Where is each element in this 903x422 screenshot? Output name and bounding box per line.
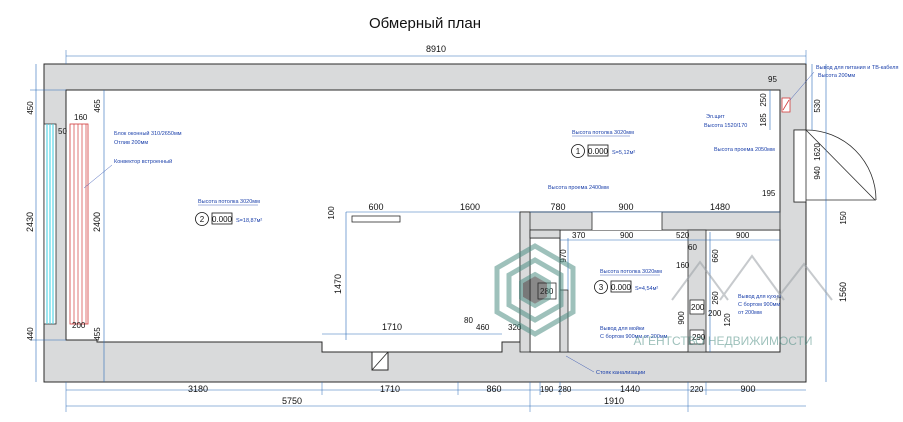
- dim-190: 190: [540, 385, 554, 394]
- room-2-area: S=18,87м²: [236, 218, 262, 224]
- dim-1710-inner: 1710: [382, 322, 402, 332]
- dim-320: 320: [508, 323, 522, 332]
- dim-200-box-b: 200: [708, 309, 722, 318]
- convector-note: Конвектор встроенный: [114, 158, 172, 165]
- dim-100: 100: [327, 206, 336, 220]
- dim-2400: 2400: [92, 212, 102, 232]
- dim-1910: 1910: [604, 396, 624, 406]
- dim-120: 120: [723, 313, 732, 327]
- sill-note: Отлив 200мм: [114, 140, 148, 146]
- dim-1620: 1620: [813, 143, 822, 161]
- wash-outlet-2: Вывод для кухни: [738, 294, 781, 300]
- room-2-label: 2 0.000 S=18,87м²: [195, 212, 262, 226]
- plan-title: Обмерный план: [369, 15, 481, 32]
- room-3-number: 3: [599, 283, 604, 292]
- dim-450: 450: [26, 101, 35, 115]
- sewer-note: Стояк канализации: [596, 370, 645, 376]
- convector: [69, 123, 89, 325]
- window-height-2050: Высота проема 2050мм: [714, 147, 775, 153]
- room-1-number: 1: [576, 147, 581, 156]
- dim-600: 600: [368, 202, 383, 212]
- dim-455: 455: [93, 327, 102, 341]
- dim-1560: 1560: [838, 282, 848, 302]
- room-2-code: 0.000: [212, 215, 233, 224]
- dim-80: 80: [464, 316, 473, 325]
- window-block-note: Блок оконный 310/2650мм: [114, 130, 182, 137]
- dim-780: 780: [550, 202, 565, 212]
- dim-460: 460: [476, 323, 490, 332]
- watermark-houses-icon: [671, 254, 833, 301]
- tv-outlet-height-note: Высота 200мм: [818, 73, 855, 79]
- dim-520: 520: [676, 231, 690, 240]
- dimension-labels: 8910 95 530 1620 940 1560 150 450 465 24…: [25, 44, 848, 406]
- ceiling-note-2: Высота потолка 3020мм: [198, 199, 260, 205]
- watermark-text: АГЕНТСТВО НЕДВИЖИМОСТИ: [633, 334, 812, 348]
- dim-530: 530: [813, 99, 822, 113]
- dim-900-mid: 900: [620, 231, 634, 240]
- dim-195: 195: [762, 189, 776, 198]
- dim-900-bottom: 900: [740, 384, 755, 394]
- annotations: Высота потолка 3020мм Высота потолка 302…: [83, 65, 898, 376]
- dim-185: 185: [759, 113, 768, 127]
- dim-940: 940: [813, 166, 822, 180]
- dim-900-top: 900: [618, 202, 633, 212]
- dim-2430: 2430: [25, 212, 35, 232]
- dim-660: 660: [711, 249, 720, 263]
- wash-outlet-2-height-2: от 200мм: [738, 310, 762, 316]
- room-1-area: S=5,12м²: [612, 150, 635, 156]
- shield-height-note: Высота 1520/170: [704, 123, 747, 129]
- dim-900-right: 900: [736, 231, 750, 240]
- room-1-code: 0.000: [588, 147, 609, 156]
- dim-465: 465: [93, 99, 102, 113]
- dim-95: 95: [768, 75, 777, 84]
- dim-370: 370: [572, 231, 586, 240]
- dim-220: 220: [690, 385, 704, 394]
- dim-860: 860: [486, 384, 501, 394]
- dim-250: 250: [759, 93, 768, 107]
- dim-overall-width: 8910: [426, 44, 446, 54]
- dim-970: 970: [559, 249, 568, 263]
- ceiling-note-3: Высота потолка 3020мм: [600, 269, 662, 275]
- dim-60: 60: [688, 243, 697, 252]
- dim-3180: 3180: [188, 384, 208, 394]
- dimension-lines: [30, 50, 827, 412]
- room-3-label: 3 0.000 S=4,54м²: [594, 280, 658, 294]
- dim-150: 150: [839, 211, 848, 225]
- tv-outlet-note: Вывод для питания и ТВ-кабеля: [816, 65, 898, 71]
- dim-200-left: 200: [72, 321, 86, 330]
- room-2-number: 2: [200, 215, 205, 224]
- shield-note: Эл.щит: [706, 114, 725, 120]
- watermark: АГЕНТСТВО НЕДВИЖИМОСТИ: [494, 243, 833, 348]
- wash-outlet-2-height: С бортом 900мм: [738, 302, 780, 308]
- room-3-code: 0.000: [611, 283, 632, 292]
- left-window: [43, 123, 57, 325]
- entrance-door: [793, 129, 877, 203]
- dim-1600: 1600: [460, 202, 480, 212]
- dim-5750: 5750: [282, 396, 302, 406]
- ceiling-note-1: Высота потолка 3020мм: [572, 130, 634, 136]
- dim-1710-bottom: 1710: [380, 384, 400, 394]
- dim-900-vert: 900: [677, 311, 686, 325]
- dim-260: 260: [711, 291, 720, 305]
- room-1-label: 1 0.000 S=5,12м²: [571, 144, 635, 158]
- dim-160-inner: 160: [676, 261, 690, 270]
- dim-290: 290: [692, 333, 706, 342]
- dim-280-bottom: 280: [558, 385, 572, 394]
- window-height-2400: Высота проема 2400мм: [548, 185, 609, 191]
- watermark-logo-icon: [494, 243, 576, 337]
- wash-outlet-1: Вывод для мойки: [600, 325, 644, 332]
- room-3-area: S=4,54м²: [635, 286, 658, 292]
- dim-200-box-a: 200: [691, 303, 705, 312]
- dim-440: 440: [26, 327, 35, 341]
- dim-160: 160: [74, 113, 88, 122]
- dim-1440: 1440: [620, 384, 640, 394]
- dim-1470: 1470: [333, 274, 343, 294]
- dim-50: 50: [58, 127, 67, 136]
- dim-1480: 1480: [710, 202, 730, 212]
- wash-outlet-1-height: С бортом 900мм от 200мм: [600, 334, 668, 340]
